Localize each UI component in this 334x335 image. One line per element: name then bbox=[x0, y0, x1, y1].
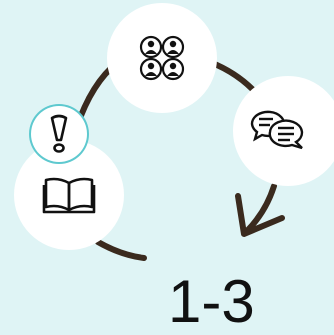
arrow-head-icon bbox=[235, 193, 285, 237]
step-label: 1-3 bbox=[168, 268, 255, 335]
exclamation-mark-icon bbox=[50, 114, 68, 153]
hint-bubble bbox=[31, 106, 87, 162]
arc-segment-bottom bbox=[95, 239, 147, 261]
group-of-four-people-icon bbox=[139, 35, 185, 81]
open-book-icon bbox=[42, 177, 96, 214]
speech-bubbles-icon bbox=[250, 110, 304, 150]
chat-node bbox=[233, 76, 334, 186]
people-node bbox=[107, 3, 217, 113]
